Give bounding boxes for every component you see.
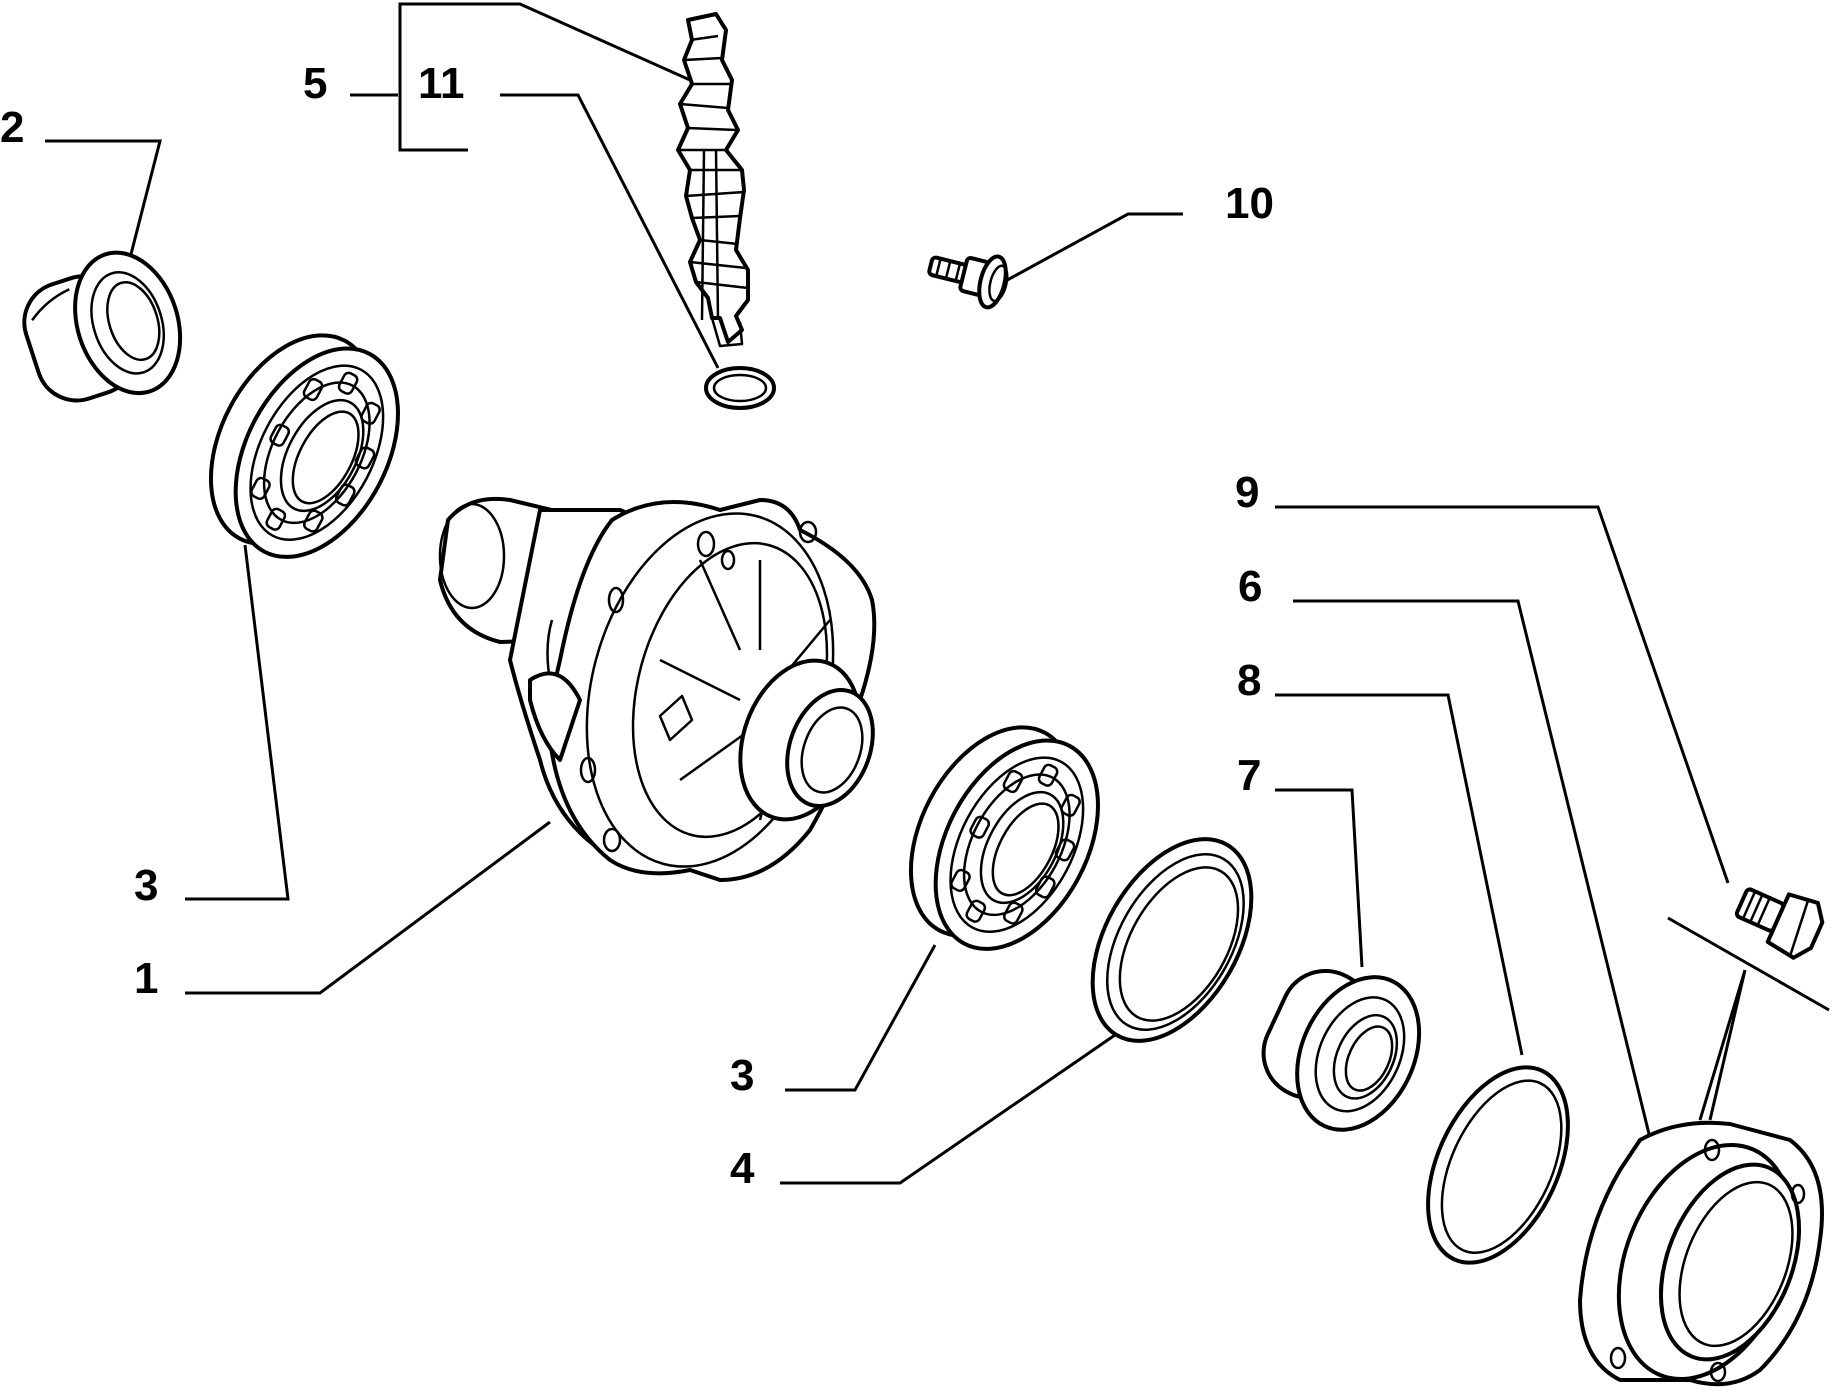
bolt-axis-fork [1698,969,1747,1121]
leader-2 [45,139,162,263]
callout-11: 11 [418,59,465,108]
leader-lines [45,2,1830,1185]
part-3-roller-bearing-right [908,725,1100,951]
leader-7 [1275,788,1364,968]
callout-1: 1 [134,954,158,1003]
callout-10: 10 [1225,179,1274,228]
leader-9 [1275,505,1730,884]
callout-8: 8 [1237,656,1261,705]
callout-6: 6 [1238,562,1262,611]
bolt-axis-line [1667,916,1830,1012]
callout-labels: 2 5 11 10 9 6 8 7 3 1 3 4 [0,59,1274,1193]
leader-1 [185,820,551,995]
part-6-flange-cover [1578,1120,1824,1387]
leader-3-left [185,544,290,901]
part-7-bearing-race [1261,968,1422,1132]
part-10-screw [927,254,1009,310]
part-1-differential-housing [438,496,877,882]
leader-3-right [785,944,937,1092]
leader-5-bracket [398,2,691,152]
leader-11 [500,93,720,369]
part-4-oil-seal [1090,837,1254,1043]
leader-6 [1293,599,1652,1139]
part-3-roller-bearing-left [208,333,400,559]
callout-5: 5 [303,59,327,108]
callout-3-right: 3 [730,1051,754,1100]
part-11-o-ring [704,366,776,410]
part-9-bolt [1734,887,1825,960]
callout-2: 2 [0,103,24,152]
part-8-shim-ring [1426,1065,1570,1265]
leader-4 [780,1033,1116,1185]
part-2-bearing-race [22,250,183,403]
leader-10 [999,212,1183,286]
callout-7: 7 [1237,751,1261,800]
callout-3-left: 3 [134,861,158,910]
leader-8 [1275,693,1524,1056]
callout-4: 4 [730,1144,755,1193]
part-5-speedometer-drive-gear [676,12,750,348]
callout-9: 9 [1235,468,1259,517]
